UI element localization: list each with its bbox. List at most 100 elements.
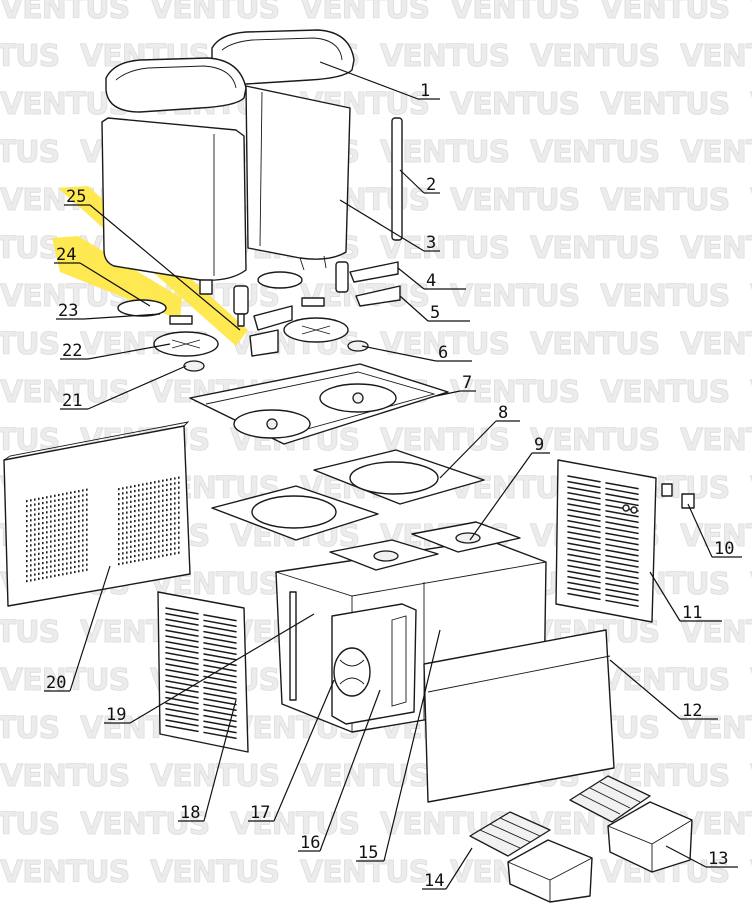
callout-label-10: 10 — [714, 539, 734, 559]
watermark-text: VENTUS — [680, 327, 752, 362]
part-blade-left — [249, 305, 293, 357]
highlight-band-24 — [52, 236, 182, 320]
watermark-text: VENTUS — [750, 87, 752, 122]
watermark-text: VENTUS — [450, 183, 579, 218]
watermark-text: VENTUS — [530, 135, 659, 170]
watermark-text: VENTUS — [600, 0, 729, 26]
watermark-text: VENTUS — [750, 471, 752, 506]
watermark-text: VENTUS — [750, 663, 752, 698]
watermark-text: VENTUS — [680, 39, 752, 74]
callout-label-17: 17 — [250, 803, 270, 823]
watermark-text: VENTUS — [0, 855, 129, 890]
watermark-text: VENTUS — [150, 759, 279, 794]
callout-label-9: 9 — [534, 435, 544, 455]
callout-leader — [469, 452, 533, 541]
watermark-text: VENTUS — [680, 903, 752, 905]
part-gear-left — [183, 360, 205, 372]
watermark-text: VENTUS — [380, 39, 509, 74]
part-spigot-left — [233, 285, 249, 327]
watermark-text: VENTUS — [530, 39, 659, 74]
part-bowl-left — [101, 117, 247, 295]
watermark-text: VENTUS — [600, 87, 729, 122]
callout-label-4: 4 — [426, 271, 436, 291]
callout-leader — [687, 503, 713, 558]
part-drip-grid-left — [469, 811, 551, 857]
part-drip-tray-left — [507, 839, 593, 903]
part-bowl-right — [245, 85, 351, 271]
callout-label-14: 14 — [424, 871, 444, 891]
part-insulation-plate-left — [211, 485, 379, 541]
watermark-text: VENTUS — [0, 0, 129, 26]
watermark-text: VENTUS — [0, 135, 59, 170]
callout-leader — [435, 390, 461, 397]
callout-leader — [383, 629, 441, 862]
callout-label-24: 24 — [56, 245, 76, 265]
callout-leader — [319, 689, 381, 852]
callout-label-1: 1 — [420, 81, 430, 101]
callout-label-22: 22 — [62, 341, 82, 361]
callout-label-16: 16 — [300, 833, 320, 853]
callout-leader — [203, 699, 237, 822]
watermark-text: VENTUS — [300, 0, 429, 26]
callout-label-6: 6 — [438, 343, 448, 363]
callout-label-12: 12 — [682, 701, 702, 721]
watermark-text: VENTUS — [750, 567, 752, 602]
watermark-text: VENTUS — [0, 231, 59, 266]
callout-leader — [69, 565, 111, 692]
part-side-panel-right — [555, 459, 657, 623]
watermark-text: VENTUS — [530, 903, 659, 905]
watermark-text: VENTUS — [450, 87, 579, 122]
callout-label-13: 13 — [708, 849, 728, 869]
callout-label-8: 8 — [498, 403, 508, 423]
watermark-text: VENTUS — [150, 855, 279, 890]
callout-label-23: 23 — [58, 301, 78, 321]
part-mixing-rod — [391, 117, 403, 241]
watermark-text: VENTUS — [380, 327, 509, 362]
part-insulation-plate-right — [313, 449, 485, 505]
watermark-text: VENTUS — [750, 183, 752, 218]
watermark-text: VENTUS — [750, 759, 752, 794]
callout-leader — [79, 262, 151, 307]
watermark-text: VENTUS — [150, 0, 279, 26]
callout-label-15: 15 — [358, 843, 378, 863]
callout-leader — [87, 365, 187, 410]
part-blade-right — [335, 261, 401, 307]
callout-leader — [439, 420, 497, 479]
part-fan — [333, 647, 371, 697]
callout-label-25: 25 — [66, 187, 86, 207]
part-gear-right — [347, 340, 369, 352]
part-gasket-right — [257, 271, 303, 289]
callout-label-11: 11 — [682, 603, 702, 623]
watermark-text: VENTUS — [230, 711, 359, 746]
callout-label-18: 18 — [180, 803, 200, 823]
watermark-text: VENTUS — [600, 279, 729, 314]
watermark-text: VENTUS — [0, 711, 59, 746]
watermark-text: VENTUS — [680, 231, 752, 266]
callout-labels: 1234567891011121314151617181920212223242… — [46, 81, 734, 891]
part-seal-left — [169, 315, 193, 325]
part-drip-tray-right — [607, 801, 693, 873]
callout-label-7: 7 — [462, 373, 472, 393]
watermark-text: VENTUS — [380, 423, 509, 458]
watermark-text: VENTUS — [450, 375, 579, 410]
watermark-text: VENTUS — [680, 135, 752, 170]
callout-label-2: 2 — [426, 175, 436, 195]
callout-leader — [609, 659, 681, 720]
watermark-text: VENTUS — [750, 279, 752, 314]
perforation-left — [26, 488, 88, 583]
part-seal-right — [301, 297, 325, 307]
watermark-text: VENTUS — [0, 759, 129, 794]
part-side-panel-left — [157, 591, 249, 753]
callout-label-3: 3 — [426, 233, 436, 253]
watermark-text: VENTUS — [80, 903, 209, 905]
callout-label-20: 20 — [46, 673, 66, 693]
callout-leader — [89, 204, 241, 331]
part-rear-panel — [3, 421, 191, 607]
part-gasket-left — [117, 299, 167, 317]
callout-leader — [129, 613, 315, 724]
perforation-right — [118, 476, 180, 566]
watermark-text: VENTUS — [450, 0, 579, 26]
callout-leader — [273, 679, 335, 822]
watermark-text: VENTUS — [680, 711, 752, 746]
watermark-text: VENTUS — [750, 855, 752, 890]
